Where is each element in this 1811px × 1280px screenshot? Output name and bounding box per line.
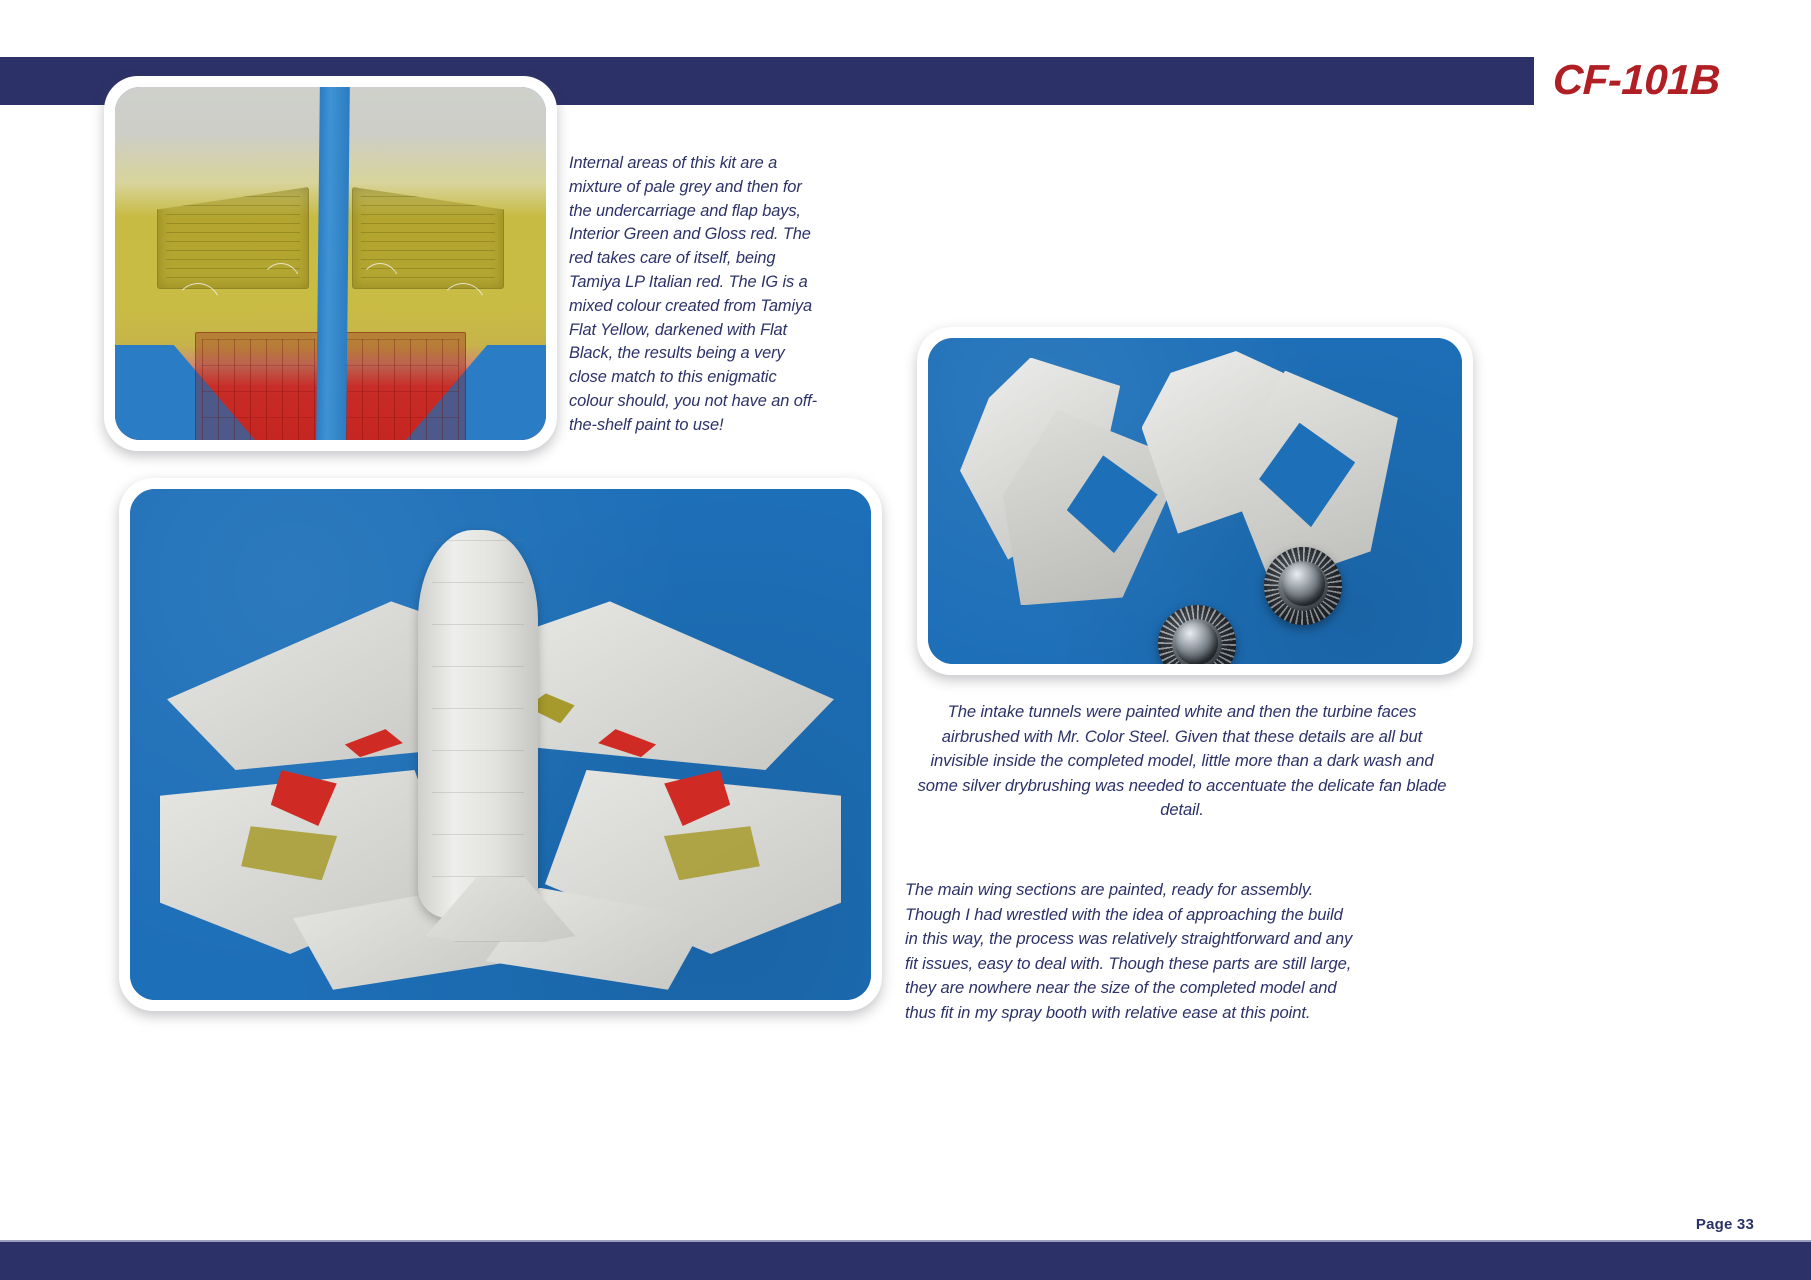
footer-hairline (0, 1240, 1811, 1242)
turbine-face-lower (1157, 605, 1236, 664)
photo-wing-sections-image (130, 489, 871, 1000)
photo-intake-tunnels (917, 327, 1473, 675)
caption-main-wing: The main wing sections are painted, read… (905, 880, 1353, 1022)
photo-wing-underside (104, 76, 557, 451)
caption-internal-areas: Internal areas of this kit are a mixture… (569, 154, 817, 434)
photo-intake-tunnels-image (928, 338, 1462, 664)
bay-grid-left (202, 339, 315, 440)
masking-tape-centre-stripe (315, 87, 350, 440)
bay-grid-right (346, 339, 459, 440)
wire-detail-left (175, 283, 221, 307)
wire-detail-left-2 (261, 263, 301, 285)
page-title: CF-101B (1552, 56, 1721, 103)
photo-wing-underside-image (115, 87, 546, 440)
footer-navy-bar (0, 1242, 1811, 1280)
wire-detail-right-2 (360, 263, 400, 285)
page-number: Page 33 (1695, 1216, 1754, 1233)
undercarriage-bay-left (195, 332, 322, 440)
undercarriage-bay-right (339, 332, 466, 440)
photo-wing-sections (119, 478, 882, 1011)
fuselage-panel-lines (432, 539, 525, 909)
caption-intake-tunnels: The intake tunnels were painted white an… (917, 702, 1447, 819)
wire-detail-right (440, 283, 486, 307)
turbine-face-upper (1264, 546, 1343, 625)
fuselage-section (418, 529, 539, 919)
